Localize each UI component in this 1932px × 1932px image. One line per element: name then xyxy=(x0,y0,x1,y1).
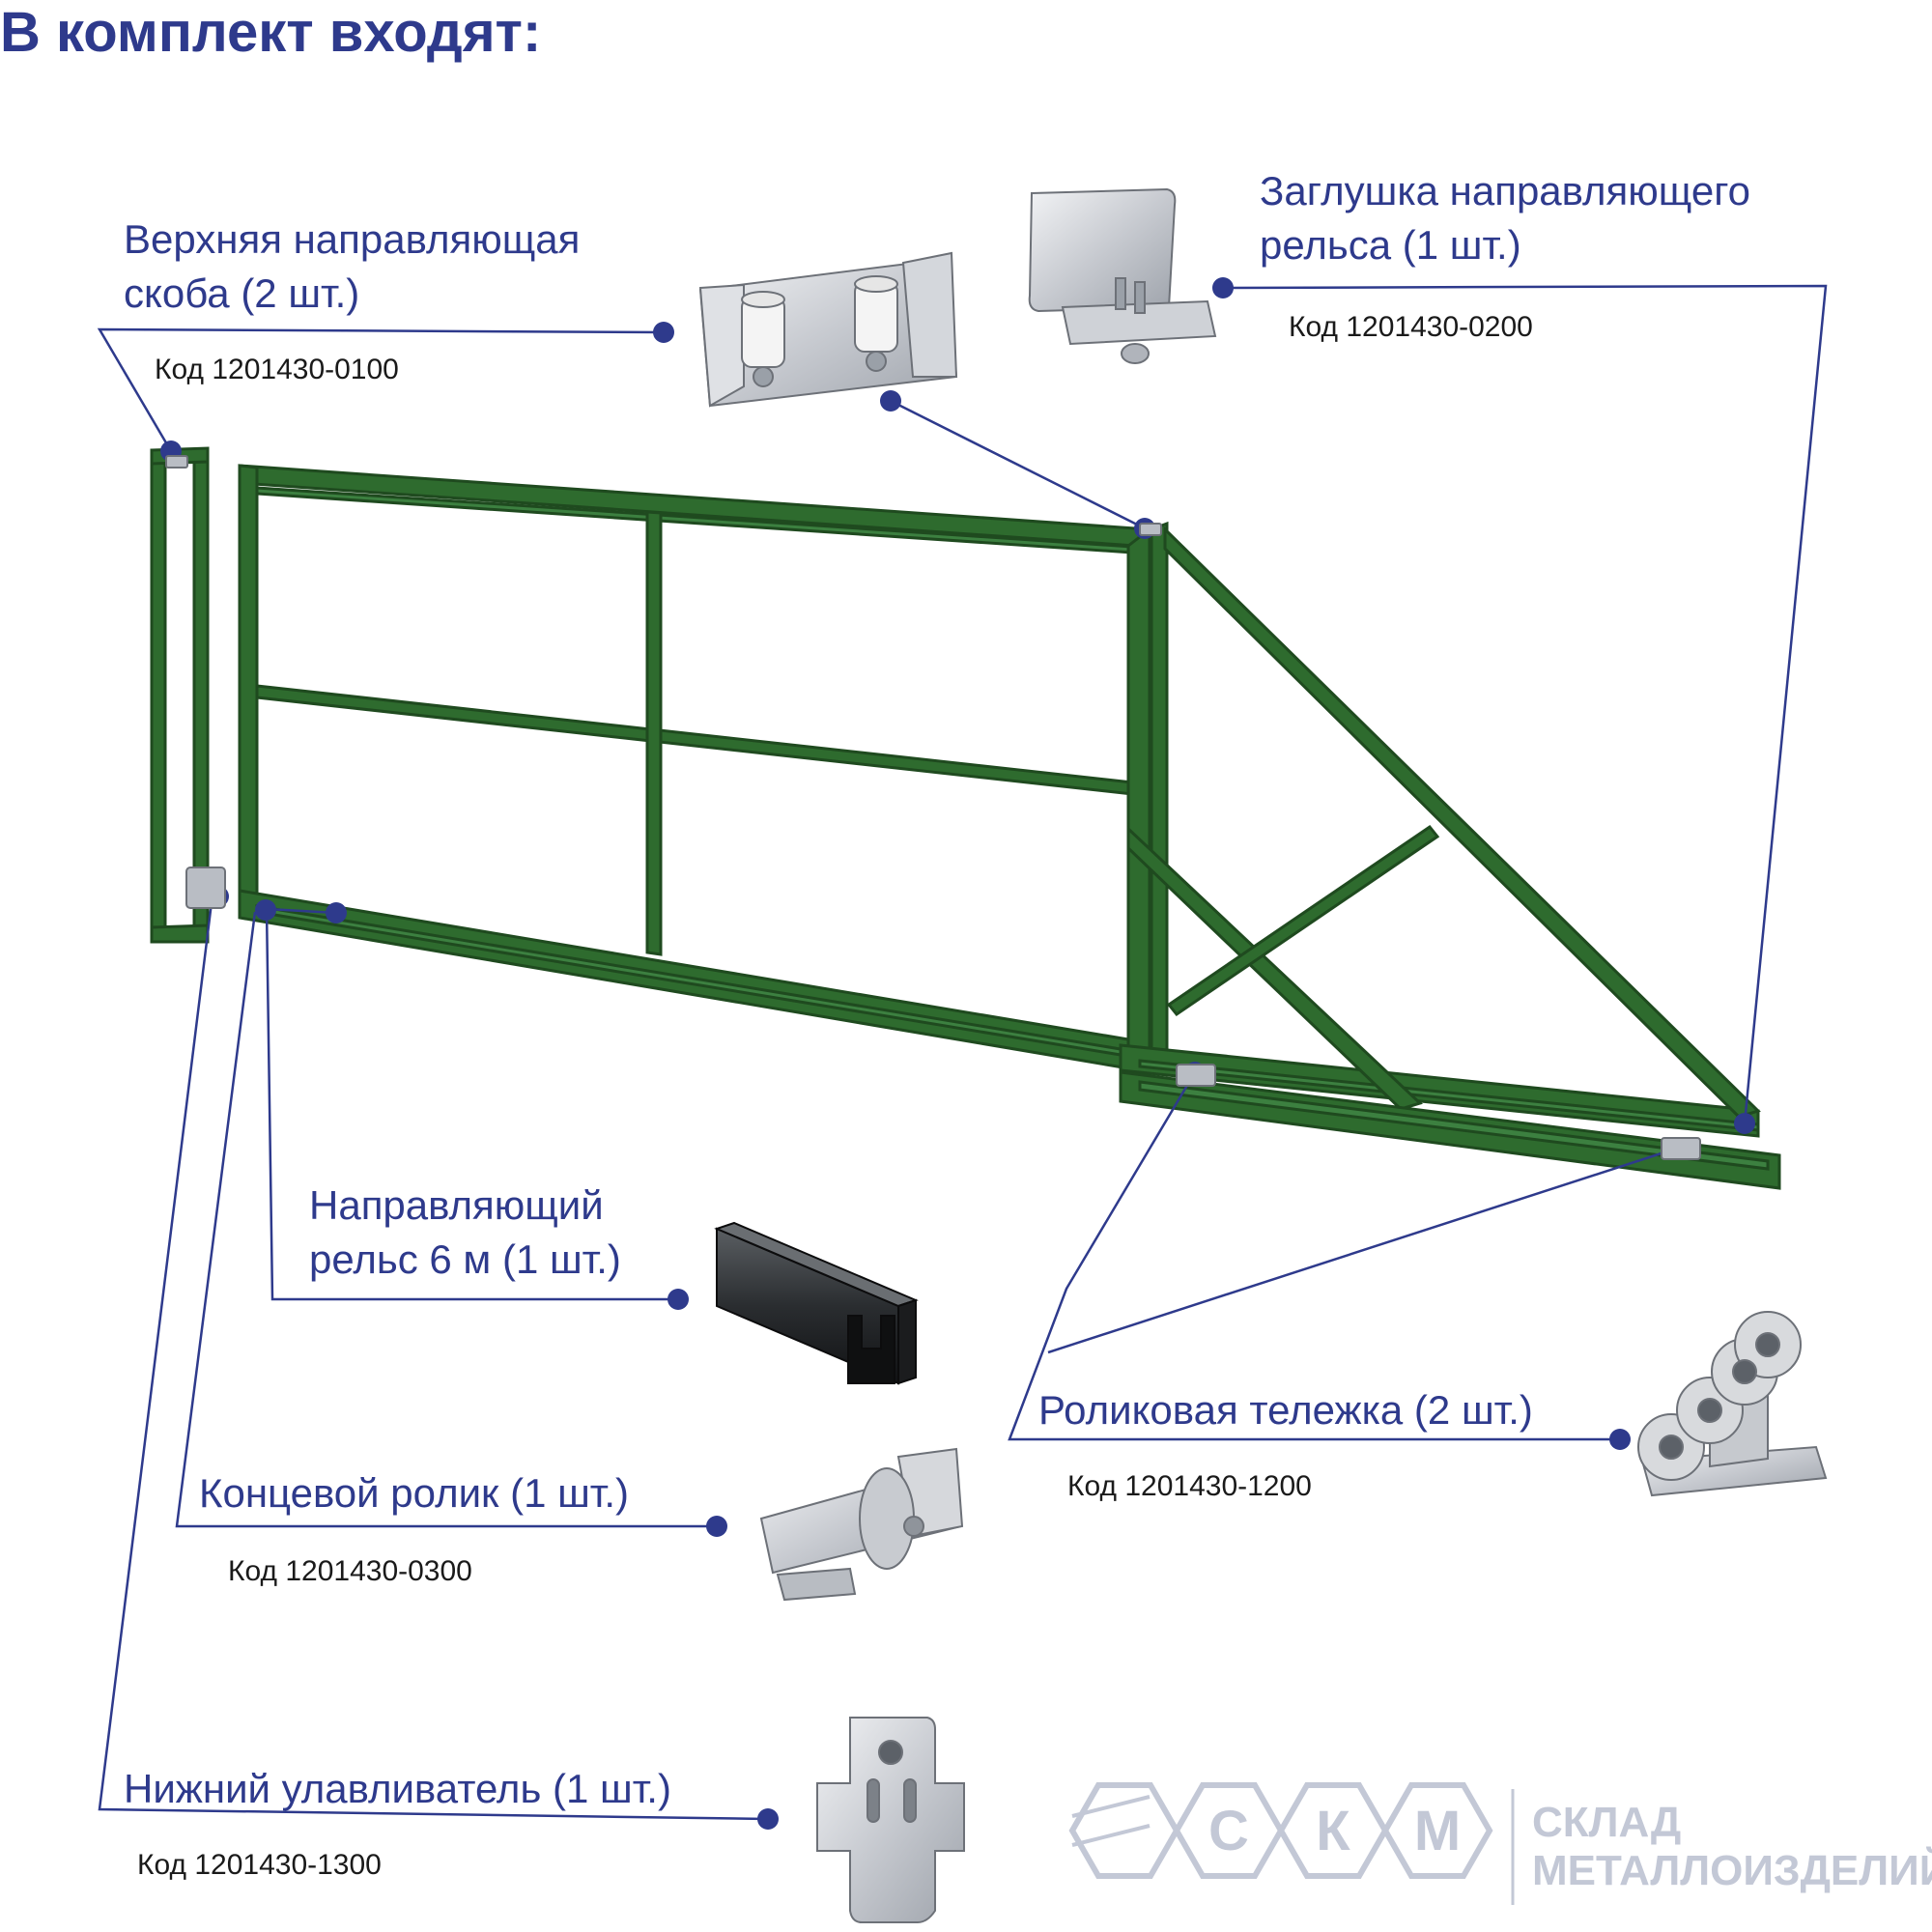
dot-bracket-image xyxy=(880,390,901,412)
bracket-label-line1: Верхняя направляющая xyxy=(124,216,581,262)
catcher-label: Нижний улавливатель (1 шт.) xyxy=(124,1762,671,1816)
page-title: В комплект входят: xyxy=(0,1,542,64)
catcher-image xyxy=(816,1717,965,1923)
logo-letter-1: С xyxy=(1208,1800,1249,1862)
rail-cap-label-line2: рельса (1 шт.) xyxy=(1260,222,1521,268)
bracket-code: Код 1201430-0100 xyxy=(155,354,399,385)
rail-cap-code: Код 1201430-0200 xyxy=(1289,311,1533,343)
leader-lines xyxy=(97,284,1828,1821)
brand-name-line2: МЕТАЛЛОИЗДЕЛИЙ xyxy=(1532,1847,1932,1894)
rail-label: Направляющий рельс 6 м (1 шт.) xyxy=(309,1179,621,1287)
dot-endroller-label xyxy=(706,1516,727,1537)
rail-label-line1: Направляющий xyxy=(309,1182,604,1228)
carriage-image xyxy=(1637,1311,1828,1497)
carriage-code: Код 1201430-1200 xyxy=(1067,1470,1312,1502)
catcher-label-line1: Нижний улавливатель (1 шт.) xyxy=(124,1766,671,1811)
dot-cap-label xyxy=(1212,277,1234,298)
connector-dots xyxy=(160,277,1755,1830)
logo-hex-4 xyxy=(1381,1782,1493,1879)
rail-cap-image xyxy=(1028,187,1217,364)
gate-post xyxy=(150,446,210,944)
brand-name: СКЛАД МЕТАЛЛОИЗДЕЛИЙ xyxy=(1532,1799,1932,1895)
bracket-label: Верхняя направляющая скоба (2 шт.) xyxy=(124,213,580,321)
end-roller-image xyxy=(759,1447,964,1602)
rail-cap-label: Заглушка направляющего рельса (1 шт.) xyxy=(1260,164,1750,272)
dot-carriage-label xyxy=(1609,1429,1631,1450)
rail-image xyxy=(714,1221,919,1385)
dot-rail-gate xyxy=(326,902,347,923)
dot-rail-label xyxy=(668,1289,689,1310)
rail-label-line2: рельс 6 м (1 шт.) xyxy=(309,1236,621,1282)
rail-cap-label-line1: Заглушка направляющего xyxy=(1260,168,1750,213)
logo-letter-2: К xyxy=(1316,1800,1350,1862)
carriage-label-line1: Роликовая тележка (2 шт.) xyxy=(1038,1387,1533,1433)
end-roller-label: Концевой ролик (1 шт.) xyxy=(199,1466,629,1520)
bracket-image xyxy=(698,251,958,408)
gate-frame xyxy=(238,464,1781,1190)
dot-bracket-label xyxy=(653,322,674,343)
logo xyxy=(1068,1782,1515,1905)
carriage-label: Роликовая тележка (2 шт.) xyxy=(1038,1383,1533,1437)
catcher-code: Код 1201430-1300 xyxy=(137,1849,382,1881)
end-roller-code: Код 1201430-0300 xyxy=(228,1555,472,1587)
end-roller-label-line1: Концевой ролик (1 шт.) xyxy=(199,1470,630,1516)
bracket-label-line2: скоба (2 шт.) xyxy=(124,270,360,316)
dot-cap-gate xyxy=(1734,1113,1755,1134)
dot-endroller-gate xyxy=(255,899,276,921)
brand-name-line1: СКЛАД xyxy=(1532,1799,1682,1846)
dot-catcher-label xyxy=(757,1808,779,1830)
gate-hardware xyxy=(165,455,1701,1160)
logo-letter-3: М xyxy=(1414,1800,1461,1862)
